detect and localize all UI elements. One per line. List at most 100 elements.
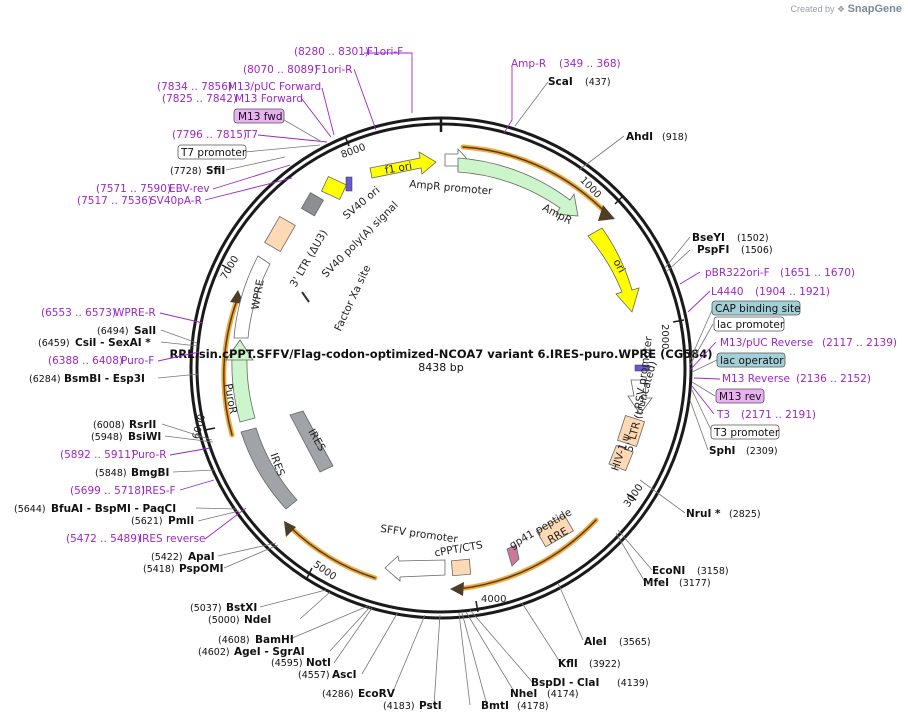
- site-alei: AleI(3565): [584, 636, 651, 648]
- svg-text:Puro-R: Puro-R: [132, 449, 167, 461]
- svg-text:2000: 2000: [659, 324, 670, 349]
- svg-text:(4557): (4557): [298, 670, 330, 681]
- svg-text:(7796 .. 7815): (7796 .. 7815): [172, 129, 247, 141]
- svg-text:NdeI: NdeI: [244, 614, 271, 626]
- svg-text:(918): (918): [662, 132, 688, 143]
- label-m13-rev: M13 rev: [715, 388, 765, 404]
- 5ltr-feature: [616, 415, 646, 447]
- svg-text:BsmBI - Esp3I: BsmBI - Esp3I: [64, 373, 145, 385]
- svg-text:Amp-R: Amp-R: [511, 58, 546, 70]
- svg-text:F1ori-F: F1ori-F: [367, 46, 403, 58]
- orf-arrowhead-gp41: [450, 582, 464, 596]
- primer-f1ori-r: (8070 .. 8089)F1ori-R: [243, 64, 352, 76]
- feature-label-3ltr: 3' LTR (ΔU3): [288, 228, 330, 290]
- svg-text:T3: T3: [716, 409, 730, 421]
- svg-text:(6284): (6284): [29, 374, 61, 385]
- gp41-feature: [506, 544, 520, 567]
- svg-text:ScaI: ScaI: [548, 76, 573, 88]
- svg-text:(5948): (5948): [91, 432, 123, 443]
- site-psti: (4183)PstI: [383, 700, 442, 712]
- svg-text:(5892 .. 5911): (5892 .. 5911): [60, 449, 135, 461]
- svg-text:MfeI: MfeI: [643, 577, 669, 589]
- svg-text:(4139): (4139): [617, 678, 649, 689]
- tick-5000: 5000: [306, 559, 338, 583]
- svg-text:T3 promoter: T3 promoter: [713, 427, 780, 439]
- primer-ires-reverse: (5472 .. 5489)IRES reverse: [66, 533, 206, 545]
- svg-text:BsiWI: BsiWI: [128, 431, 161, 443]
- ires-feature-right: [289, 410, 334, 473]
- site-ahdi: AhdI(918): [626, 131, 688, 143]
- site-mfei: MfeI (3177): [643, 577, 711, 589]
- rsv-promoter-feature: [627, 379, 653, 415]
- tick-4000: 4000: [475, 594, 506, 613]
- site-csii-sexai: (6459)CsiI - SexAI *: [38, 337, 151, 349]
- svg-text:M13/pUC Reverse: M13/pUC Reverse: [720, 337, 813, 349]
- svg-text:SphI: SphI: [709, 445, 735, 457]
- svg-text:M13 Forward: M13 Forward: [235, 93, 303, 105]
- svg-text:(7728): (7728): [170, 166, 202, 177]
- svg-text:(2309): (2309): [746, 446, 778, 457]
- feature-label-wpre: WPRE: [250, 279, 267, 311]
- feature-label-factor-xa: Factor Xa site: [332, 263, 373, 333]
- svg-text:lac operator: lac operator: [720, 355, 784, 367]
- svg-text:BseYI: BseYI: [692, 232, 725, 244]
- svg-text:(5422): (5422): [151, 552, 183, 563]
- site-apai: (5422)ApaI: [151, 551, 215, 563]
- svg-text:(5848): (5848): [95, 468, 127, 479]
- site-ndei: (5000)NdeI: [208, 614, 271, 626]
- primer-l4440: L4440(1904 .. 1921): [711, 286, 830, 298]
- svg-text:(6008): (6008): [93, 420, 125, 431]
- site-asci: (4557)AscI: [298, 669, 357, 681]
- svg-text:(4602): (4602): [198, 647, 230, 658]
- svg-text:T7 promoter: T7 promoter: [180, 147, 247, 159]
- svg-text:F1ori-R: F1ori-R: [315, 64, 352, 76]
- svg-text:BfuAI - BspMI - PaqCI: BfuAI - BspMI - PaqCI: [51, 503, 176, 515]
- svg-text:(3177): (3177): [679, 578, 711, 589]
- primer-wpre-r: (6553 .. 6573)WPRE-R: [41, 307, 156, 319]
- svg-text:SV40pA-R: SV40pA-R: [150, 195, 202, 207]
- feature-label-ampr-promoter: AmpR promoter: [409, 178, 494, 197]
- sv40-ori-feature: [321, 175, 347, 201]
- site-scai: ScaI(437): [548, 76, 611, 88]
- svg-text:M13/pUC Forward: M13/pUC Forward: [228, 81, 321, 93]
- label-m13-fwd: M13 fwd: [233, 108, 285, 124]
- feature-label-f1-ori: f1 ori: [384, 160, 413, 177]
- credit-prefix: Created by: [790, 4, 835, 14]
- svg-text:M13 Reverse: M13 Reverse: [722, 373, 790, 385]
- sffv-promoter-feature: [384, 555, 446, 582]
- svg-text:AleI: AleI: [584, 636, 607, 648]
- puror-feature: [231, 355, 256, 423]
- svg-text:(1506): (1506): [741, 245, 773, 256]
- map-size: 8438 bp: [418, 361, 463, 374]
- primer-ebv-rev: (7571 .. 7590)EBV-rev: [96, 183, 210, 195]
- orf-arrowhead-ampr: [598, 205, 615, 221]
- svg-text:M13 fwd: M13 fwd: [238, 111, 283, 123]
- credit: Created by ❖ SnapGene: [790, 3, 902, 15]
- primer-t3: T3 (2171 .. 2191): [716, 409, 816, 421]
- svg-text:BamHI: BamHI: [255, 634, 294, 646]
- label-lac-promoter: lac promoter: [713, 316, 785, 332]
- feature-label-ori: ori: [610, 257, 627, 275]
- snapgene-logo-icon: ❖: [837, 4, 846, 14]
- f1-region-marker: [345, 176, 353, 192]
- site-noti: (4595)NotI: [271, 657, 331, 669]
- primer-ires-f: (5699 .. 5718)IRES-F: [70, 485, 176, 497]
- svg-text:(7571 .. 7590): (7571 .. 7590): [96, 183, 171, 195]
- site-pspfi: PspFI(1506): [697, 244, 773, 256]
- svg-text:(2171 .. 2191): (2171 .. 2191): [741, 409, 816, 421]
- svg-text:SfiI: SfiI: [206, 165, 225, 177]
- svg-text:NheI: NheI: [510, 688, 537, 700]
- svg-text:(5472 .. 5489): (5472 .. 5489): [66, 533, 141, 545]
- wpre-feature: [233, 255, 271, 339]
- label-t7-promoter: T7 promoter: [177, 144, 247, 160]
- label-lac-operator: lac operator: [716, 352, 786, 368]
- svg-text:BmgBI: BmgBI: [131, 467, 169, 479]
- svg-text:(5621): (5621): [131, 516, 163, 527]
- psi-feature: [608, 444, 634, 472]
- svg-text:lac promoter: lac promoter: [717, 319, 785, 331]
- svg-text:(4595): (4595): [271, 658, 303, 669]
- svg-text:BspDI - ClaI: BspDI - ClaI: [531, 677, 599, 689]
- site-agei-sgrai: (4602)AgeI - SgrAI: [198, 646, 305, 658]
- lac-region-marker: [634, 364, 650, 372]
- svg-text:EBV-rev: EBV-rev: [169, 183, 210, 195]
